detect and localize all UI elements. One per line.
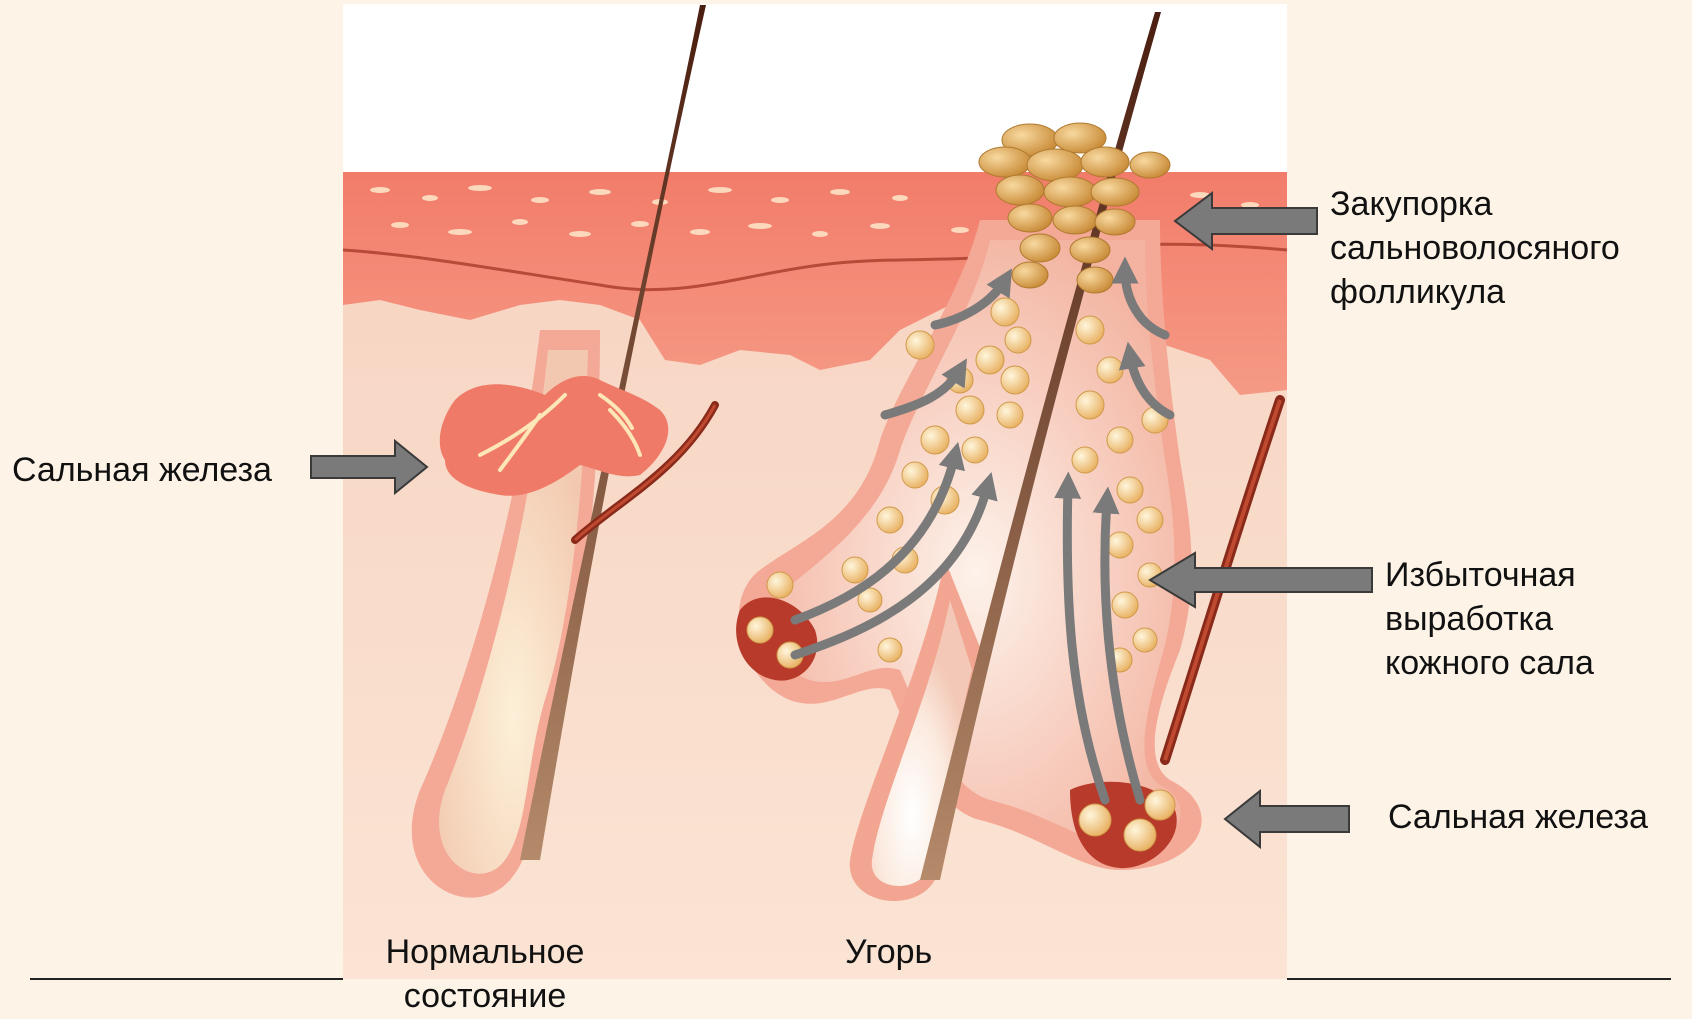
label-blockage: Закупорка сальноволосяного фолликула	[1330, 182, 1620, 314]
label-right-gland: Сальная железа	[1388, 795, 1648, 839]
baseline-left	[30, 978, 343, 980]
label-acne: Угорь	[845, 930, 932, 974]
baseline-right	[1287, 978, 1671, 980]
label-excess-sebum: Избыточная выработка кожного сала	[1385, 553, 1594, 685]
label-left-gland: Сальная железа	[12, 448, 272, 492]
label-normal: Нормальное состояние	[370, 930, 600, 1018]
